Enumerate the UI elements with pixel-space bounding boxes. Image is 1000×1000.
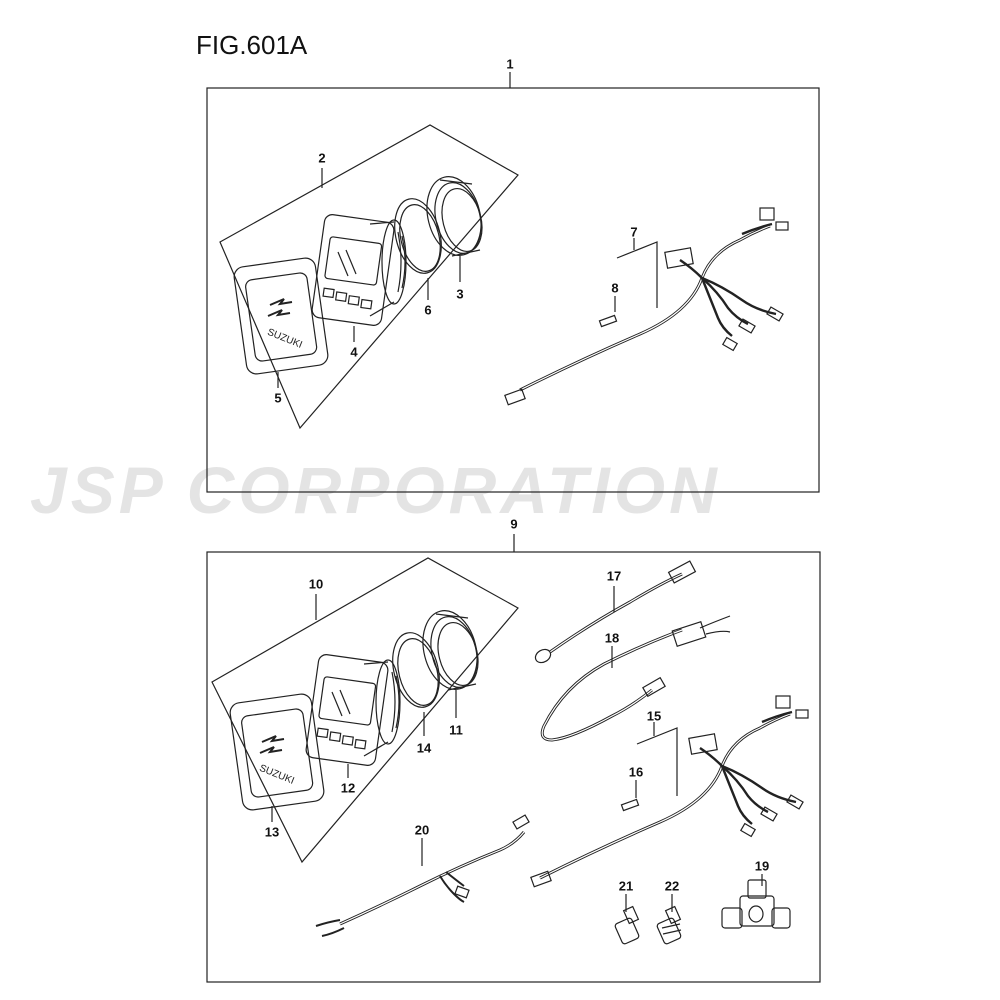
callout-9: 9 bbox=[510, 516, 518, 532]
callout-6: 6 bbox=[424, 302, 432, 318]
callout-8: 8 bbox=[611, 280, 619, 296]
callout-4: 4 bbox=[350, 344, 358, 360]
screw-8 bbox=[598, 314, 618, 328]
figure-title: FIG.601A bbox=[196, 30, 308, 60]
assembly-2-frame bbox=[219, 124, 519, 430]
assembly-10-frame bbox=[211, 557, 519, 864]
callout-20: 20 bbox=[414, 822, 430, 838]
watermark: JSP CORPORATION bbox=[30, 453, 721, 527]
callout-19: 19 bbox=[754, 858, 770, 874]
assembly-1-frame bbox=[206, 87, 820, 493]
callout-16: 16 bbox=[628, 764, 644, 780]
callout-21: 21 bbox=[618, 878, 634, 894]
callout-3: 3 bbox=[456, 286, 464, 302]
callout-11: 11 bbox=[449, 722, 463, 738]
leader-7 bbox=[616, 241, 658, 308]
logo-text-bottom: SUZUKI bbox=[258, 763, 296, 787]
harness-7 bbox=[504, 207, 789, 406]
callout-1: 1 bbox=[506, 56, 514, 72]
callout-2: 2 bbox=[318, 150, 326, 166]
gauge-12 bbox=[305, 654, 401, 766]
callout-7: 7 bbox=[630, 224, 638, 240]
gauge-4 bbox=[311, 214, 407, 326]
callout-13: 13 bbox=[264, 824, 280, 840]
harness-15 bbox=[530, 695, 809, 888]
screw-16 bbox=[620, 798, 640, 812]
callout-10: 10 bbox=[308, 576, 324, 592]
callout-22: 22 bbox=[664, 878, 680, 894]
harness-20 bbox=[315, 814, 530, 937]
cable-17 bbox=[534, 560, 697, 664]
callout-18: 18 bbox=[604, 630, 620, 646]
plug-22 bbox=[656, 905, 682, 945]
callout-17: 17 bbox=[606, 568, 622, 584]
bezel-13: SUZUKI bbox=[229, 693, 325, 811]
callout-5: 5 bbox=[274, 390, 282, 406]
callout-15: 15 bbox=[646, 708, 662, 724]
logo-text: SUZUKI bbox=[266, 327, 304, 351]
leader-15 bbox=[636, 727, 678, 796]
callout-12: 12 bbox=[340, 780, 356, 796]
t-connector-19 bbox=[721, 879, 791, 929]
cable-18 bbox=[540, 615, 731, 742]
callout-14: 14 bbox=[416, 740, 432, 756]
nut-ring-11 bbox=[422, 610, 479, 691]
plug-21 bbox=[614, 905, 640, 945]
nut-ring-3 bbox=[426, 176, 483, 257]
